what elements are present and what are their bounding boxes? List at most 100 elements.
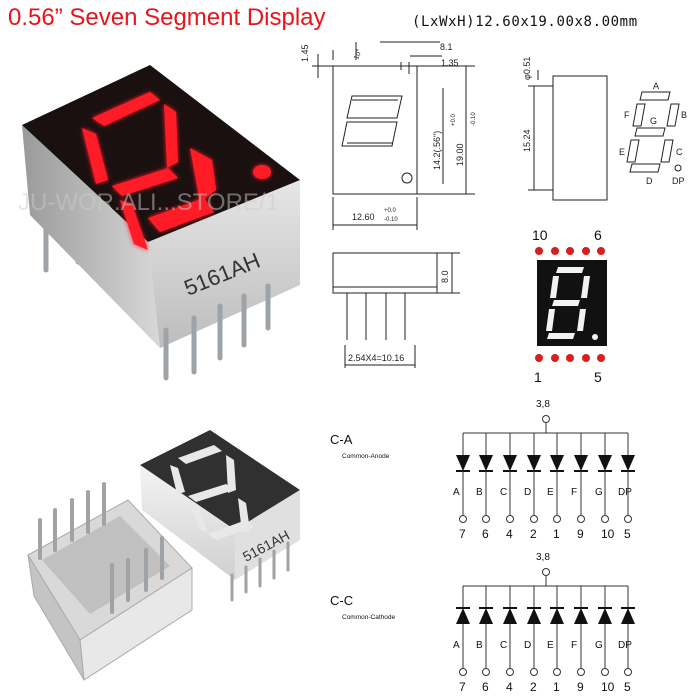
segment-letter: A <box>453 640 460 651</box>
pin-terminal <box>624 668 632 676</box>
segment-letter-diagram <box>626 91 682 173</box>
segment-letter: F <box>571 487 577 498</box>
pinout-segments <box>546 267 598 340</box>
diode-icon <box>527 455 541 471</box>
diode-icon <box>598 455 612 471</box>
dim-tilt: 10° <box>352 48 363 61</box>
seg-letter-d: D <box>646 176 653 186</box>
pin-dots-top <box>535 247 605 255</box>
pin-terminal <box>530 668 538 676</box>
dim-width-tol-minus: -0.10 <box>384 217 398 223</box>
page-title: 0.56” Seven Segment Display <box>8 4 326 31</box>
pin-terminal <box>506 668 514 676</box>
segment-letter: A <box>453 487 460 498</box>
pin-label-top-right: 6 <box>594 227 602 243</box>
diode-icon <box>574 608 588 624</box>
circuit-type-label: Common-Anode <box>342 453 390 460</box>
pin-terminal <box>553 668 561 676</box>
pin-number: 7 <box>459 527 466 541</box>
common-terminal <box>542 568 550 576</box>
pin-number: 10 <box>601 680 615 694</box>
pin-number: 2 <box>530 680 537 694</box>
circuit-code: C-A <box>330 432 353 447</box>
segment-letter: E <box>547 640 554 651</box>
pin-number: 5 <box>624 680 631 694</box>
seg-letter-a: A <box>653 81 659 91</box>
unlit-top-face <box>140 430 300 530</box>
pin-label-top-left: 10 <box>532 227 548 243</box>
pin-terminal <box>577 668 585 676</box>
seg-letter-dp: DP <box>672 176 685 186</box>
dim-pin-span: 15.24 <box>522 129 532 152</box>
segment-letter: DP <box>618 487 632 498</box>
pin-number: 1 <box>553 680 560 694</box>
diode-icon <box>574 455 588 471</box>
circuit-code: C-C <box>330 593 353 608</box>
pin-number: 4 <box>506 527 513 541</box>
segment-letter: D <box>524 487 531 498</box>
side-view-outline <box>552 75 608 201</box>
pin-terminal <box>577 515 585 523</box>
dim-width-tol-plus: +0.0 <box>384 208 397 214</box>
diode-icon <box>550 455 564 471</box>
pin-label-bottom-right: 5 <box>594 369 602 385</box>
pin-label-bottom-left: 1 <box>534 369 542 385</box>
pin-number: 10 <box>601 527 615 541</box>
pin-terminal <box>482 668 490 676</box>
segment-letter: G <box>595 640 603 651</box>
dim-width: 12.60 <box>352 212 375 222</box>
pin-dots-bottom <box>535 354 605 362</box>
pin-number: 2 <box>530 527 537 541</box>
dim-pin-pitch: 2.54X4=10.16 <box>348 353 404 363</box>
segment-letter: B <box>476 487 483 498</box>
unlit-side <box>140 465 235 580</box>
unlit-segments <box>170 445 254 540</box>
diode-icon <box>527 608 541 624</box>
dimensions-label: (LxWxH)12.60x19.00x8.00mm <box>412 14 638 30</box>
product-top-face <box>22 65 300 242</box>
diode-icon <box>479 608 493 624</box>
bottom-view-outline <box>332 252 438 294</box>
circuit-diagrams: C-ACommon-Anode3,8A7B6C4D2E1F9G10DP5C-CC… <box>330 399 635 694</box>
dim-top-mid: 8.1 <box>440 42 453 52</box>
seg-letter-g: G <box>650 116 657 126</box>
pin-terminal <box>624 515 632 523</box>
diode-icon <box>456 608 470 624</box>
dim-pin-diameter: φ0.51 <box>522 57 532 80</box>
dim-digit-height: 14.2(.56") <box>432 131 442 170</box>
dim-top-left: 1.45 <box>300 44 310 62</box>
diode-icon <box>621 608 635 624</box>
product-photo-lit: JU-WOR.ALI...STORE/1 5161AH <box>18 65 300 381</box>
product-side <box>22 125 160 348</box>
segment-letter: C <box>500 487 507 498</box>
diode-icon <box>503 608 517 624</box>
pin-number: 6 <box>482 680 489 694</box>
pin-number: 9 <box>577 680 584 694</box>
diode-icon <box>621 455 635 471</box>
unlit-back-pins <box>38 482 164 614</box>
common-pin-label: 3,8 <box>536 399 550 410</box>
dim-depth: 8.0 <box>440 270 450 283</box>
pin-terminal <box>459 668 467 676</box>
pin-number: 6 <box>482 527 489 541</box>
dim-height: 19.00 <box>455 143 465 166</box>
seg-letter-e: E <box>619 147 625 157</box>
pin-terminal <box>482 515 490 523</box>
lit-segments <box>82 92 271 250</box>
segment-letter: F <box>571 640 577 651</box>
pin-number: 4 <box>506 680 513 694</box>
segment-letter: G <box>595 487 603 498</box>
seg-letter-f: F <box>624 110 630 120</box>
front-view-outline <box>332 65 418 195</box>
pin-number: 9 <box>577 527 584 541</box>
dim-top-right: 1.35 <box>441 58 459 68</box>
watermark-text: JU-WOR.ALI...STORE/1 <box>18 189 279 216</box>
product-pins-front <box>163 283 271 381</box>
seg-letter-b: B <box>681 110 687 120</box>
dim-height-tol-minus: -0.10 <box>471 112 477 126</box>
segment-letter: D <box>524 640 531 651</box>
diode-icon <box>456 455 470 471</box>
segment-letter: DP <box>618 640 632 651</box>
diode-icon <box>503 455 517 471</box>
